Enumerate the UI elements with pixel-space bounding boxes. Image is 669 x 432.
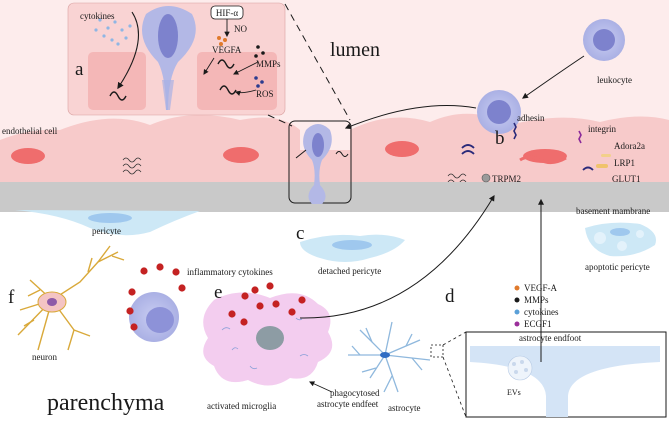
leukocyte-label: leukocyte [597,75,632,85]
neuron-label: neuron [32,352,57,362]
mmps-label: MMPs [256,59,281,69]
inflammatory-cytokine-dots-e [228,282,306,326]
evs-label: EVs [507,388,521,397]
adhesin-label: adhesin [517,113,545,123]
hif-label: HIF-α [216,8,238,18]
legend-mmps: MMPs [524,295,549,305]
astrocyte-endfoot-label: astrocyte endfoot [519,333,582,343]
inflammatory-cytokine-dots-f [126,263,186,331]
legend: VEGF-A MMPs cytokines ECGF1 [514,283,559,329]
endothelial-cell-label: endothelial cell [2,126,58,136]
legend-ecgf1: ECGF1 [524,319,552,329]
endothelial-nucleus [523,149,567,163]
junction-squiggle [217,59,235,69]
vegfa-label: VEGFA [212,45,242,55]
pericyte-label: pericyte [92,226,121,236]
apoptotic-pericyte-label: apoptotic pericyte [585,262,650,272]
glut1-label: GLUT1 [612,174,641,184]
inflammatory-cytokines-label: inflammatory cytokines [187,267,273,277]
cytokines-label: cytokines [80,11,115,21]
cytokine-dots [94,18,132,46]
panel-letter-b: b [495,128,505,149]
panel-letter-e: e [214,282,222,303]
lrp1-label: LRP1 [614,158,635,168]
junction-squiggle [219,85,237,95]
no-label: NO [234,24,247,34]
endothelial-nucleus [223,147,259,163]
detached-pericyte-label: detached pericyte [318,266,381,276]
junction-squiggle [109,91,127,101]
basement-membrane-label: basement mambrane [576,206,650,216]
integrin-label: integrin [588,124,616,134]
adora2a-label: Adora2a [614,141,645,151]
activated-microglia-label: activated microglia [207,401,276,411]
endothelial-nucleus [11,148,45,164]
lumen-label: lumen [330,39,380,61]
astrocyte-cell [348,321,431,393]
phagocytosed-label-1: phagocytosed [330,388,380,398]
panel-letter-f: f [8,287,15,308]
astrocyte-label: astrocyte [388,403,420,413]
trpm2-label: TRPM2 [492,174,521,184]
neuron-cell [17,245,125,351]
panel-letter-a: a [75,59,84,80]
panel-letter-d: d [445,286,455,307]
parenchyma-label: parenchyma [47,390,165,416]
endothelial-nucleus [385,141,419,157]
ros-label: ROS [256,89,274,99]
panel-letter-c: c [296,223,304,244]
phagocytosed-label-2: astrocyte endfeet [317,399,379,409]
basement-membrane [0,182,669,212]
